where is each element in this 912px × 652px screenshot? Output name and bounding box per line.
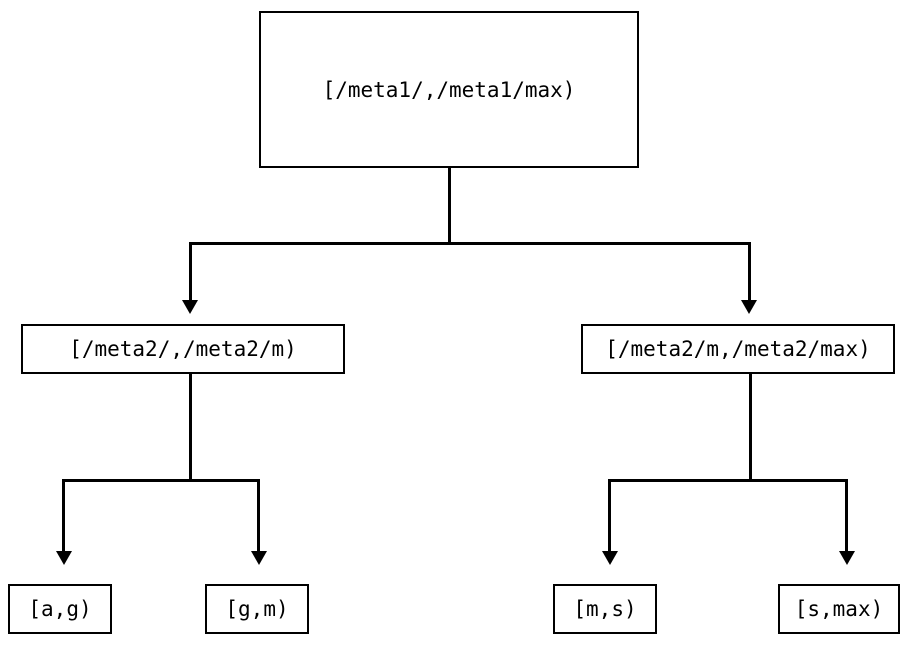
node-mid-left-label: [/meta2/,/meta2/m) (69, 337, 297, 361)
node-leaf-1-label: [a,g) (28, 597, 92, 621)
edge-mid-right-crossbar (608, 479, 848, 482)
edge-mid-left-stem (189, 374, 192, 482)
arrowhead-leaf-4-icon (839, 551, 855, 565)
node-leaf-3-label: [m,s) (573, 597, 637, 621)
node-mid-right[interactable]: [/meta2/m,/meta2/max) (581, 324, 895, 374)
arrowhead-leaf-3-icon (602, 551, 618, 565)
node-leaf-4[interactable]: [s,max) (778, 584, 900, 634)
node-leaf-3[interactable]: [m,s) (553, 584, 657, 634)
edge-root-to-mid-left (189, 242, 192, 300)
node-root-label: [/meta1/,/meta1/max) (322, 77, 576, 102)
arrowhead-leaf-2-icon (251, 551, 267, 565)
edge-mid-left-to-leaf-1 (62, 479, 65, 551)
edge-mid-left-crossbar (62, 479, 260, 482)
node-mid-right-label: [/meta2/m,/meta2/max) (605, 337, 871, 361)
arrowhead-mid-right-icon (741, 300, 757, 314)
edge-mid-right-stem (749, 374, 752, 482)
node-leaf-2[interactable]: [g,m) (205, 584, 309, 634)
arrowhead-leaf-1-icon (56, 551, 72, 565)
edge-root-stem (448, 168, 451, 244)
edge-root-to-mid-right (748, 242, 751, 300)
node-leaf-2-label: [g,m) (225, 597, 289, 621)
node-mid-left[interactable]: [/meta2/,/meta2/m) (21, 324, 345, 374)
node-leaf-1[interactable]: [a,g) (8, 584, 112, 634)
edge-mid-right-to-leaf-4 (845, 479, 848, 551)
edge-mid-left-to-leaf-2 (257, 479, 260, 551)
edge-mid-right-to-leaf-3 (608, 479, 611, 551)
edge-root-crossbar (189, 242, 751, 245)
node-root[interactable]: [/meta1/,/meta1/max) (259, 11, 639, 168)
arrowhead-mid-left-icon (182, 300, 198, 314)
node-leaf-4-label: [s,max) (794, 597, 884, 621)
